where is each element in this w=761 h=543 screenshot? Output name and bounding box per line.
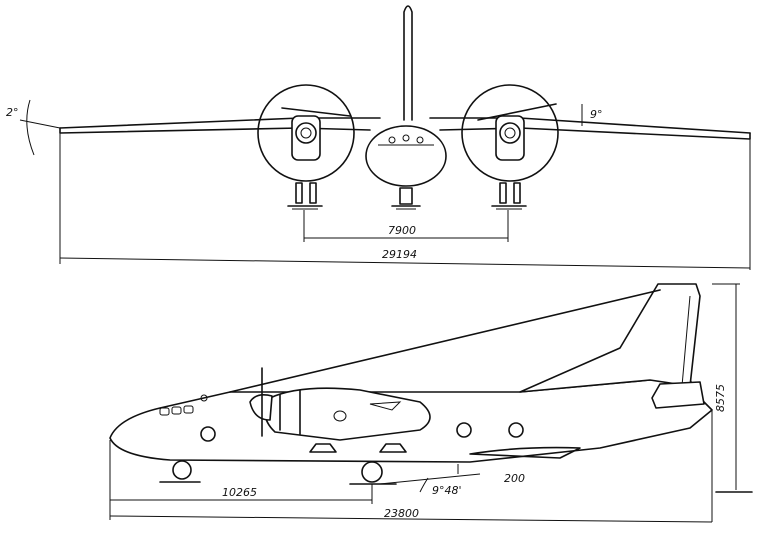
side-view: 8575 9°48' 200 10265 23800 — [109, 283, 753, 523]
porthole-mid — [456, 422, 472, 438]
cockpit-windows — [159, 394, 208, 416]
left-propeller-disc — [257, 84, 355, 182]
ramp-fairing — [469, 446, 581, 459]
ground-angle-label: 9°48' — [432, 484, 462, 497]
fuselage-section — [365, 125, 447, 187]
span-dimension-line — [59, 257, 751, 269]
height-dimension-line — [712, 283, 740, 490]
right-propeller-disc — [461, 84, 559, 182]
main-gear-side — [349, 461, 397, 485]
left-main-gear — [287, 182, 323, 210]
ground-angle-line — [379, 473, 481, 485]
nose-gear — [391, 187, 421, 210]
vertical-fin — [519, 283, 701, 393]
dihedral-arc — [26, 99, 35, 156]
length-dimension-line — [109, 515, 713, 523]
antenna-wire — [229, 289, 661, 393]
left-prop-blade — [281, 107, 351, 117]
prop-angle-label: 9° — [590, 108, 603, 121]
left-wing-upper — [59, 117, 381, 129]
dihedral-label: 2° — [6, 106, 19, 119]
left-wing-lower — [59, 127, 371, 134]
right-wing-lower — [439, 127, 751, 140]
clearance-label: 200 — [504, 472, 525, 485]
length-label: 23800 — [384, 507, 419, 520]
span-label: 29194 — [382, 248, 417, 261]
right-prop-blade — [477, 103, 557, 121]
right-main-gear — [491, 182, 527, 210]
front-view: 2° 9° 7900 29194 — [6, 5, 751, 270]
vertical-tail-front — [403, 5, 413, 121]
spinner — [249, 394, 273, 421]
porthole-front — [200, 426, 216, 442]
porthole-rear — [508, 422, 524, 438]
horizontal-stabilizer — [651, 381, 705, 409]
height-label: 8575 — [714, 384, 727, 412]
track-label: 7900 — [388, 224, 416, 237]
nose-gear-side — [159, 460, 201, 483]
gear-base-label: 10265 — [222, 486, 257, 499]
